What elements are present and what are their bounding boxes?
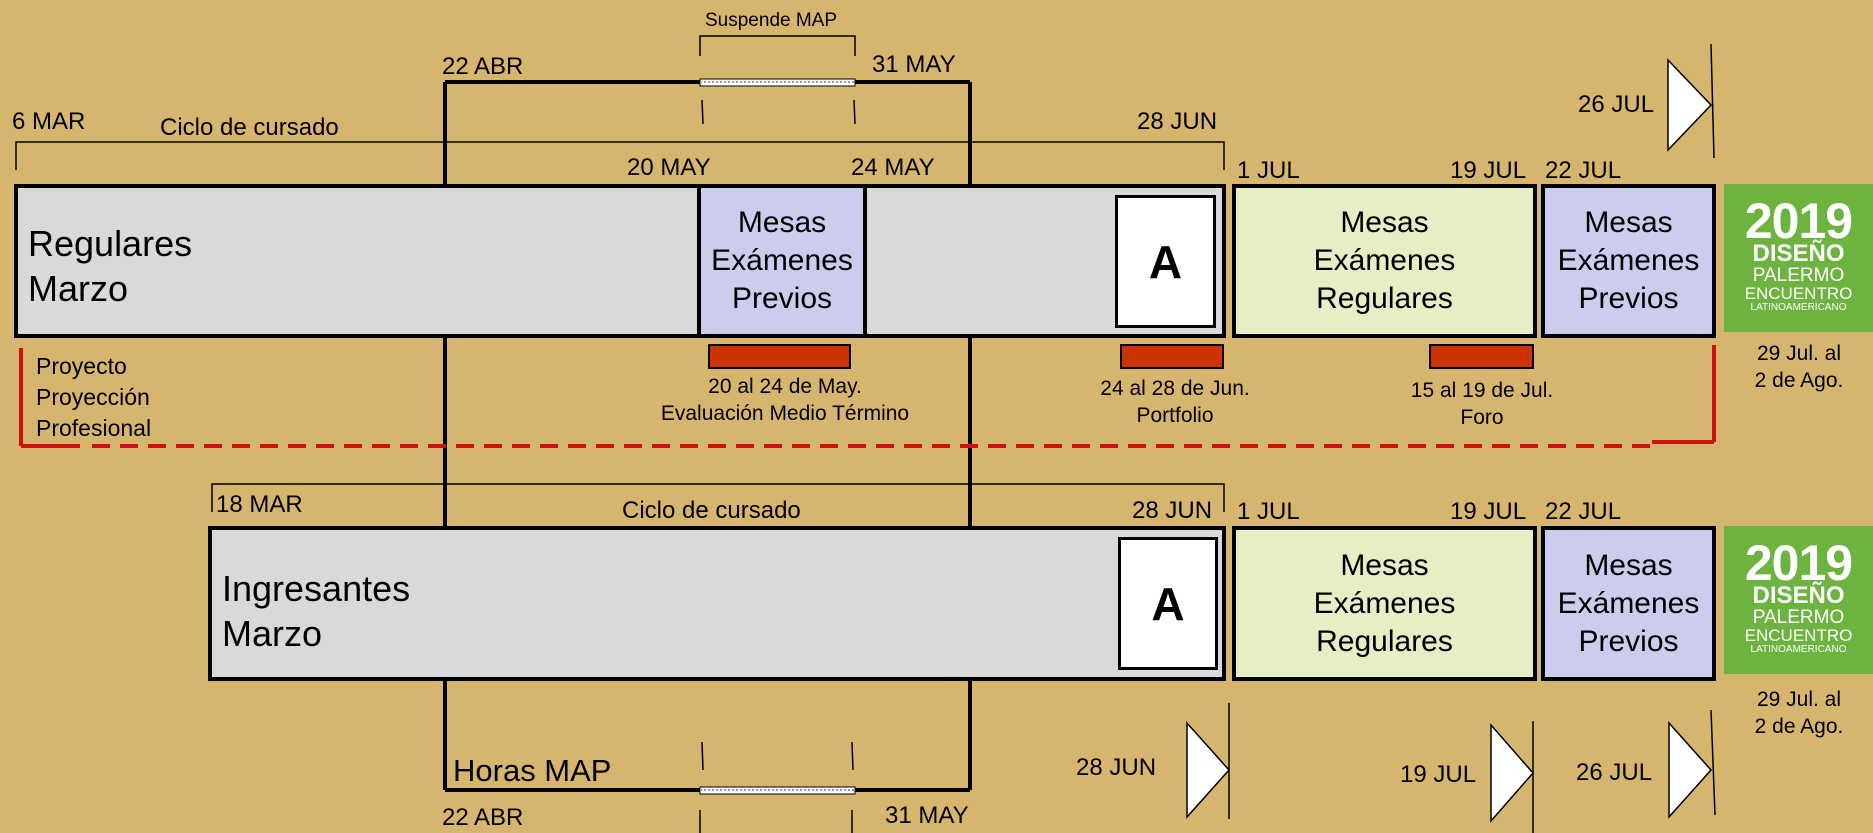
ciclo-bracket-top [15, 141, 1225, 170]
date-1jul-bottom: 1 JUL [1237, 498, 1300, 525]
date-22abr-top: 22 ABR [442, 53, 524, 80]
flag-19jul-label: 19 JUL [1400, 761, 1477, 788]
ciclo-label-bottom: Ciclo de cursado [622, 497, 801, 524]
foro-label: 15 al 19 de Jul. Foro [1410, 379, 1554, 429]
portfolio-label: 24 al 28 de Jun. Portfolio [1100, 377, 1250, 427]
suspende-bracket [699, 35, 856, 56]
ciclo-bracket-bottom [211, 483, 1225, 512]
mesas-previos-box-1: Mesas Exámenes Previos [697, 184, 867, 338]
eval-medio-termino-label: 20 al 24 de May. Evaluación Medio Términ… [660, 375, 910, 425]
mesas-regulares-box-bottom: Mesas Exámenes Regulares [1232, 526, 1537, 681]
mesas-regulares-box-top: Mesas Exámenes Regulares [1232, 184, 1537, 338]
mesas-previos-box-2: Mesas Exámenes Previos [1541, 184, 1716, 338]
regulares-course-box: Regulares Marzo [14, 184, 1226, 338]
date-19jul-top: 19 JUL [1450, 157, 1527, 184]
ingresantes-course-box: Ingresantes Marzo [208, 526, 1226, 681]
date-22abr-bottom: 22 ABR [442, 804, 524, 831]
bar-portfolio [1120, 344, 1224, 369]
date-22jul-bottom: 22 JUL [1545, 498, 1622, 525]
dp-logo-bottom: 2019 DISEÑO PALERMO ENCUENTRO LATINOAMER… [1724, 526, 1873, 674]
date-18mar: 18 MAR [216, 491, 303, 518]
ingresantes-label: Ingresantes Marzo [222, 568, 411, 654]
date-31may-bottom: 31 MAY [885, 802, 969, 829]
date-31may-top: 31 MAY [872, 51, 956, 78]
flag-26jul-label: 26 JUL [1576, 759, 1653, 786]
ciclo-label-top: Ciclo de cursado [160, 114, 339, 141]
date-24may: 24 MAY [851, 154, 935, 181]
flag-19jul-bottom [1490, 723, 1534, 823]
date-28jun-bottom: 28 JUN [1132, 497, 1213, 524]
date-26jul-top: 26 JUL [1578, 91, 1655, 118]
dp-logo-top: 2019 DISEÑO PALERMO ENCUENTRO LATINOAMER… [1724, 184, 1873, 332]
logo-dates-top: 29 Jul. al 2 de Ago. [1754, 342, 1844, 392]
regulares-label: Regulares Marzo [28, 223, 193, 309]
date-1jul-top: 1 JUL [1237, 157, 1300, 184]
flag-28jun-label: 28 JUN [1076, 754, 1157, 781]
date-20may: 20 MAY [627, 154, 711, 181]
flag-28jun-bottom [1186, 721, 1231, 819]
a-box-top: A [1115, 195, 1216, 328]
proyecto-label: Proyecto Proyección Profesional [36, 353, 152, 441]
flag-26jul-top [1667, 58, 1713, 152]
date-19jul-bottom: 19 JUL [1450, 498, 1527, 525]
date-28jun-top: 28 JUN [1137, 108, 1218, 135]
bar-foro [1429, 344, 1534, 369]
bar-eval-medio-termino [708, 344, 851, 369]
a-box-bottom: A [1118, 537, 1218, 670]
logo-dates-bottom: 29 Jul. al 2 de Ago. [1754, 688, 1844, 738]
suspende-map-label: Suspende MAP [705, 10, 838, 31]
flag-26jul-bottom [1668, 721, 1713, 819]
date-6mar: 6 MAR [12, 108, 86, 135]
date-22jul-top: 22 JUL [1545, 157, 1622, 184]
mesas-previos-box-bottom: Mesas Exámenes Previos [1541, 526, 1716, 681]
horas-map-label: Horas MAP [453, 753, 612, 788]
